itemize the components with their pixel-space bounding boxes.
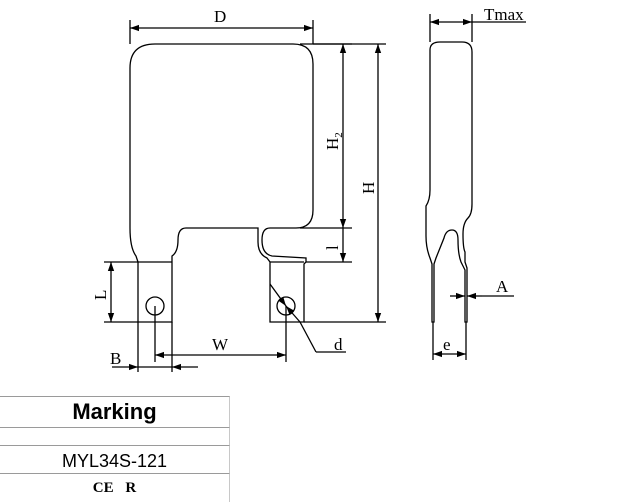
- r-mark-icon: R: [125, 480, 137, 496]
- label-d-hole: d: [334, 335, 343, 354]
- dimension-drawing: D Tmax H2 H l L A W d B e: [91, 5, 526, 372]
- label-b: B: [110, 349, 121, 368]
- marking-title: Marking: [0, 396, 230, 427]
- varistor-body-front: [129, 43, 314, 323]
- label-l-small: l: [323, 245, 342, 250]
- label-w: W: [212, 335, 229, 354]
- marking-certification-row: CE R: [0, 473, 230, 502]
- label-e: e: [443, 335, 451, 354]
- label-tmax: Tmax: [484, 5, 524, 24]
- marking-part-number: MYL34S-121: [0, 445, 230, 473]
- label-l-lead: L: [91, 290, 110, 300]
- varistor-body-side: [425, 41, 473, 323]
- ce-mark-icon: CE: [92, 480, 114, 496]
- label-d-diameter: D: [214, 7, 226, 26]
- label-h: H: [359, 182, 378, 194]
- label-a: A: [496, 277, 509, 296]
- marking-blank-row: [0, 427, 230, 445]
- label-h2: H2: [323, 132, 345, 150]
- marking-table: Marking MYL34S-121 CE R: [0, 396, 230, 502]
